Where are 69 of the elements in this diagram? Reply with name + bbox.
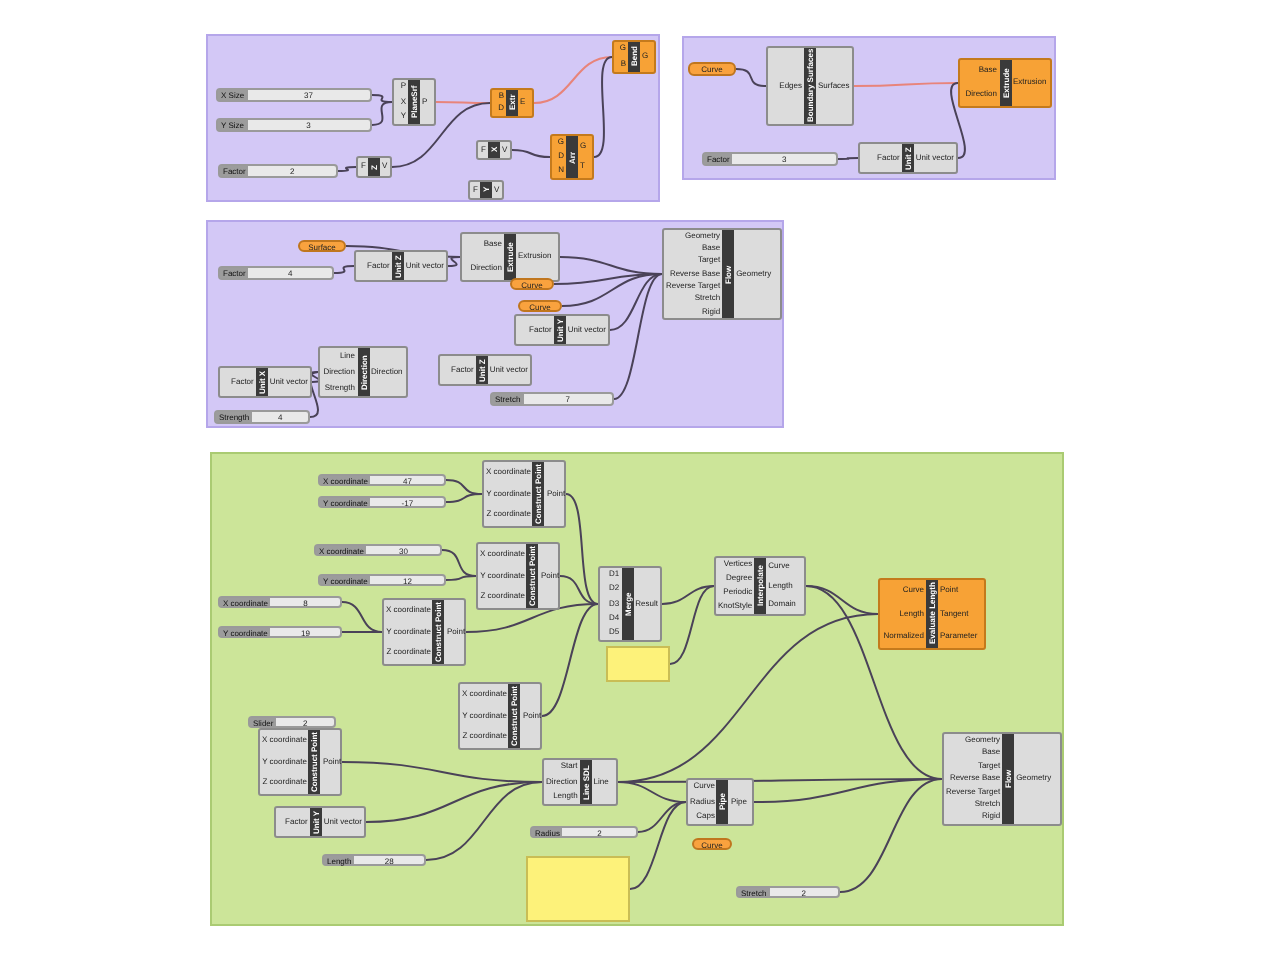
component-block	[542, 758, 618, 806]
component-block	[958, 58, 1052, 108]
wire	[465, 603, 599, 633]
wire	[441, 549, 477, 577]
component-block	[356, 156, 392, 178]
component-block	[550, 134, 594, 180]
component-block	[458, 682, 542, 750]
component-block	[662, 228, 782, 320]
component-block	[258, 728, 342, 796]
wire	[805, 585, 943, 780]
component-block	[476, 140, 512, 160]
group-background	[210, 452, 1064, 926]
component-block	[942, 732, 1062, 826]
wire	[629, 801, 687, 890]
component-block	[354, 250, 448, 282]
wire	[341, 631, 383, 633]
wire	[565, 493, 599, 605]
component-block	[274, 806, 366, 838]
component-block	[476, 542, 560, 610]
component-block	[392, 78, 436, 126]
wire	[309, 371, 319, 418]
wire	[425, 781, 543, 861]
wire	[541, 603, 599, 717]
wire	[391, 102, 491, 168]
component-block	[514, 314, 610, 346]
component-block	[382, 598, 466, 666]
note-panel	[606, 646, 670, 682]
wire	[950, 82, 966, 159]
component-block	[766, 46, 854, 126]
group-background	[206, 34, 660, 202]
component-block	[858, 142, 958, 174]
wire	[839, 778, 943, 893]
wire	[447, 256, 461, 267]
wire	[753, 778, 943, 803]
wire	[341, 601, 383, 633]
wire	[559, 575, 599, 605]
wire	[337, 166, 357, 172]
wire	[333, 265, 355, 274]
wire	[371, 94, 393, 103]
wire	[837, 157, 859, 160]
wire	[511, 149, 551, 158]
component-block	[686, 778, 754, 826]
note-panel	[526, 856, 630, 922]
component-block	[482, 460, 566, 528]
wire	[593, 56, 613, 158]
group-background	[206, 220, 784, 428]
component-block	[318, 346, 408, 398]
wire	[661, 585, 715, 605]
component-block	[598, 566, 662, 642]
component-block	[878, 578, 986, 650]
component-block	[460, 232, 560, 282]
component-block	[490, 88, 534, 118]
component-block	[218, 366, 312, 398]
wire	[445, 575, 477, 581]
wire	[735, 68, 767, 87]
wire	[669, 585, 715, 665]
wire	[853, 82, 959, 87]
wire	[533, 56, 613, 104]
wire	[309, 371, 321, 383]
component-block	[438, 354, 532, 386]
wire	[613, 273, 663, 400]
wire	[609, 273, 663, 331]
wire	[371, 101, 393, 126]
component-block	[612, 40, 656, 74]
wire	[561, 273, 663, 307]
group-background	[682, 36, 1056, 180]
component-block	[468, 180, 504, 200]
wire	[445, 493, 483, 503]
component-block	[714, 556, 806, 616]
